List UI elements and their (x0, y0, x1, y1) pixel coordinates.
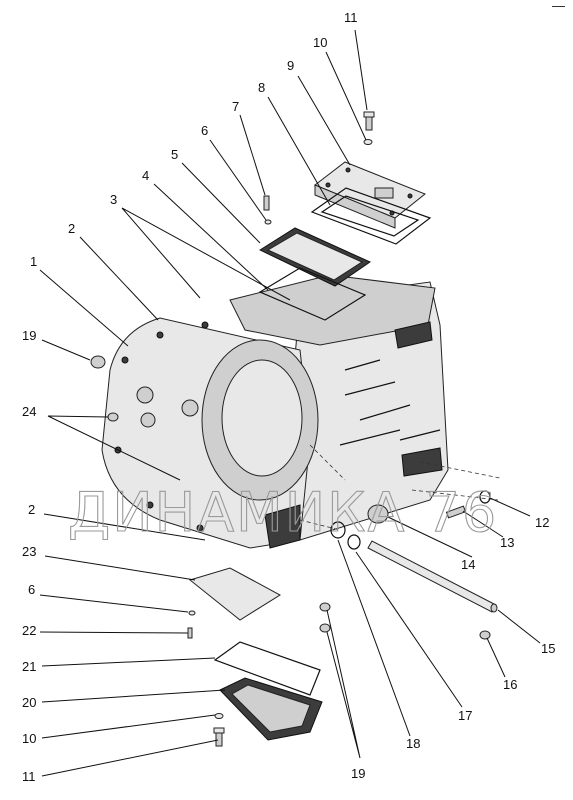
callout-5: 5 (171, 147, 178, 162)
callout-14: 14 (461, 557, 475, 572)
callout-22: 22 (22, 623, 36, 638)
top-cover-9 (314, 161, 426, 229)
plug-19-lower-b (319, 623, 331, 633)
washer-10-top (363, 139, 373, 145)
watermark: ДИНАМИКА 76 (68, 481, 498, 544)
callout-10-bottom: 10 (22, 731, 36, 746)
callout-4: 4 (142, 168, 149, 183)
callout-6-top: 6 (201, 123, 208, 138)
bolt-7 (263, 195, 270, 211)
callout-8: 8 (258, 80, 265, 95)
callout-10-top: 10 (313, 35, 327, 50)
plug-16 (479, 630, 491, 640)
callout-24: 24 (22, 404, 36, 419)
washer-10-bottom (214, 713, 224, 719)
gasket-4 (258, 267, 367, 321)
callout-15: 15 (541, 641, 555, 656)
callout-13: 13 (500, 535, 514, 550)
gasket-8 (310, 187, 432, 245)
callout-19-bottom: 19 (351, 766, 365, 781)
callout-11-bottom: 11 (22, 769, 36, 784)
callout-16: 16 (503, 677, 517, 692)
callout-7: 7 (232, 99, 239, 114)
bolt-11-bottom (213, 727, 225, 747)
plug-14 (367, 504, 389, 524)
oil-pan-20 (219, 677, 323, 741)
callout-2-top: 2 (68, 221, 75, 236)
callout-18: 18 (406, 736, 420, 751)
seal-ring-18 (330, 521, 346, 539)
bolt-13 (445, 505, 467, 519)
callout-21: 21 (22, 659, 36, 674)
callout-11-top: 11 (344, 10, 358, 25)
callout-2-bottom: 2 (28, 502, 35, 517)
seal-ring-17 (347, 534, 361, 550)
cover-plate-with-shafts (258, 227, 372, 287)
stud-22 (187, 627, 193, 639)
callout-9: 9 (287, 58, 294, 73)
side-cover-23 (188, 567, 281, 621)
callout-6-bottom: 6 (28, 582, 35, 597)
callout-1: 1 (30, 254, 37, 269)
ring-12 (479, 490, 491, 504)
plug-19-lower-a (319, 602, 331, 612)
callout-12: 12 (535, 515, 549, 530)
callout-17: 17 (458, 708, 472, 723)
washer-5 (264, 219, 272, 225)
gasket-21 (213, 641, 321, 696)
bolt-11-top (363, 111, 375, 131)
washer-6-bottom (188, 610, 196, 616)
shaft-15 (367, 540, 498, 613)
callout-19-left: 19 (22, 328, 36, 343)
plug-24 (107, 412, 119, 422)
plug-19-left (90, 355, 106, 369)
callout-labels: 11 10 9 8 7 6 5 4 3 2 1 19 24 2 23 6 22 … (22, 10, 555, 784)
gearbox-housing (101, 274, 501, 549)
callout-20: 20 (22, 695, 36, 710)
callout-3: 3 (110, 192, 117, 207)
leader-lines (39, 29, 541, 777)
corner-mark: — (552, 0, 565, 13)
callout-23: 23 (22, 544, 36, 559)
